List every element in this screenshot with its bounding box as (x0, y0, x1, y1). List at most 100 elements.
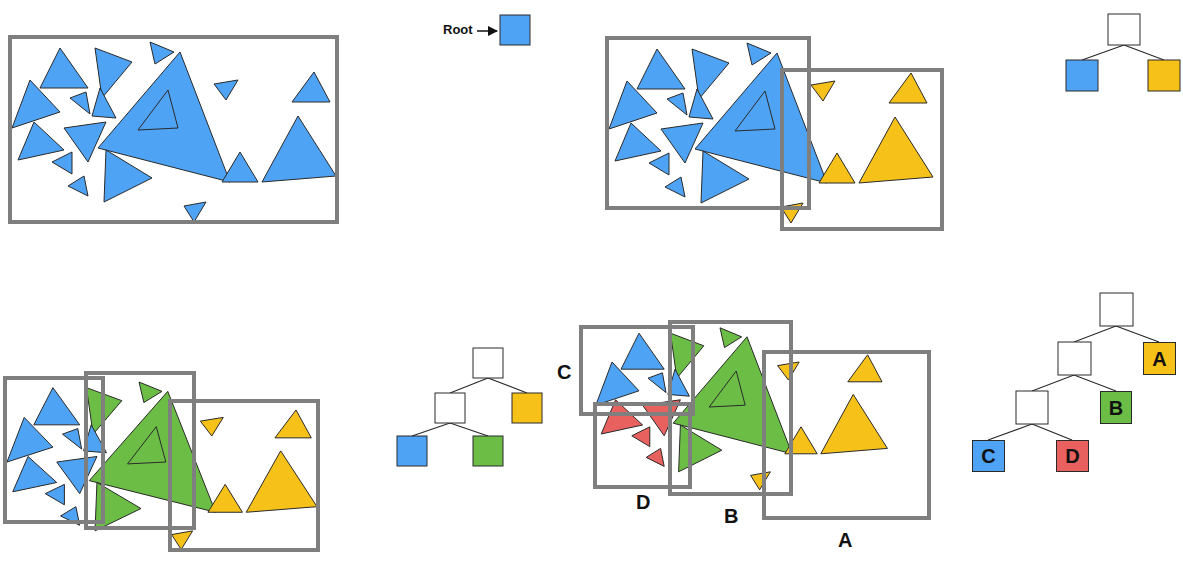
bounding-box (1058, 342, 1091, 375)
tree-branch (477, 30, 497, 32)
primitive-triangle (661, 123, 703, 163)
bounding-box (435, 393, 465, 423)
primitive-triangle (637, 49, 685, 89)
box-label: D (636, 491, 650, 513)
primitive-triangle (848, 355, 882, 382)
bounding-box (782, 70, 942, 229)
primitive-triangle (200, 417, 223, 436)
node-letter: D (1065, 446, 1079, 466)
triangle-outline (138, 90, 178, 130)
box-label: C (557, 361, 571, 383)
bounding-box (473, 348, 503, 378)
primitive-triangle (701, 151, 749, 203)
primitive-triangle (246, 451, 317, 512)
bounding-box (607, 38, 809, 208)
bounding-box (595, 404, 690, 487)
svg-part (7, 382, 317, 549)
bounding-box (500, 15, 530, 45)
primitive-triangle (811, 81, 835, 101)
tree-branch (1116, 326, 1159, 342)
scene-panel-4 (581, 322, 929, 518)
primitive-triangle (45, 484, 64, 504)
scene-panel-2 (607, 38, 942, 229)
primitive-triangle (57, 456, 97, 493)
bounding-box (397, 436, 427, 466)
tree-branch (1074, 326, 1116, 342)
bounding-box (581, 327, 693, 414)
primitive-triangle (621, 333, 664, 369)
tree-3 (988, 293, 1159, 440)
primitive-triangle (751, 472, 771, 490)
primitive-triangle (70, 92, 90, 114)
primitive-triangle (747, 43, 771, 65)
primitive-triangle (172, 531, 193, 550)
primitive-triangle (667, 93, 687, 115)
tree-branch (1124, 45, 1164, 60)
primitive-triangle (679, 425, 722, 472)
primitive-triangle (275, 410, 311, 438)
tree-1 (1066, 14, 1180, 91)
primitive-triangle (139, 382, 162, 402)
tree-branch (988, 424, 1032, 440)
primitive-triangle (778, 362, 800, 380)
primitive-triangle (596, 362, 639, 405)
primitive-triangle (615, 123, 661, 161)
tree-branch (450, 423, 488, 436)
primitive-triangle (12, 80, 60, 128)
tree-branch (1032, 375, 1074, 391)
primitive-triangle (184, 202, 206, 222)
bounding-box (512, 393, 542, 423)
bounding-box (170, 401, 318, 550)
bounding-box (1016, 391, 1048, 424)
box-label: A (838, 529, 852, 551)
bounding-box (1066, 60, 1098, 91)
bounding-box (1108, 14, 1140, 45)
primitive-triangle (68, 176, 88, 196)
tree-leaf-node: A (1143, 342, 1176, 375)
primitive-triangle (34, 388, 80, 425)
primitive-triangle (689, 89, 713, 119)
node-letter: B (1109, 398, 1123, 418)
primitive-triangle (859, 117, 933, 183)
primitive-triangle (646, 448, 664, 466)
primitive-triangle (64, 122, 106, 162)
primitive-triangle (262, 116, 336, 182)
primitive-triangle (104, 150, 152, 202)
primitive-triangle (13, 456, 57, 491)
tree-branch (488, 378, 527, 393)
primitive-triangle (649, 153, 669, 175)
primitive-triangle (609, 81, 657, 129)
node-letter: C (981, 446, 995, 466)
primitive-triangle (292, 72, 330, 102)
triangle-outline (735, 91, 775, 131)
node-letter: A (1152, 349, 1166, 369)
triangle-outline (709, 371, 745, 407)
box-label: B (724, 505, 738, 527)
primitive-triangle (222, 152, 258, 182)
primitive-triangle (52, 152, 72, 174)
primitive-triangle (632, 427, 650, 447)
tree-leaf-node: D (1056, 440, 1089, 472)
primitive-triangle (7, 417, 53, 462)
primitive-triangle (40, 48, 88, 88)
bounding-box (670, 322, 791, 494)
tree-branch (1082, 45, 1124, 60)
tree-2 (397, 348, 542, 466)
triangle-outline (128, 427, 166, 464)
primitive-triangle (889, 73, 927, 103)
bounding-box (5, 378, 103, 522)
root-pointer (477, 15, 530, 45)
bounding-box (10, 37, 337, 222)
primitive-triangle (665, 177, 685, 197)
primitive-triangle (208, 484, 242, 512)
scene-panel-3 (5, 373, 318, 550)
primitive-triangle (214, 80, 238, 100)
tree-leaf-node: C (972, 440, 1005, 472)
bounding-box (86, 373, 194, 528)
bounding-box (1100, 293, 1133, 326)
tree-branch (450, 378, 488, 393)
tree-branch (412, 423, 450, 436)
